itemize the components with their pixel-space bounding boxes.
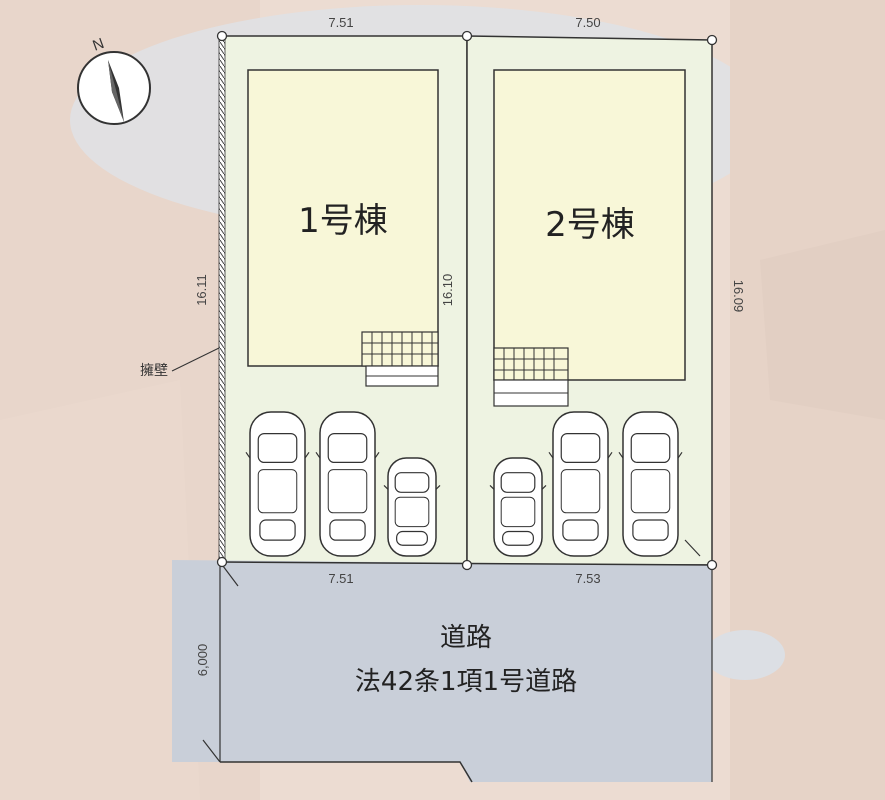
dim-top-right: 7.50 <box>575 15 600 30</box>
dim-right-depth: 16.09 <box>731 280 746 313</box>
stairs-1 <box>361 331 439 387</box>
building-2-label: 2号棟 <box>545 205 635 245</box>
building-1-label: 1号棟 <box>298 201 388 241</box>
lot-2-corner-edge <box>684 539 701 557</box>
building-1: 1号棟 <box>247 69 439 387</box>
marker <box>461 30 473 42</box>
dim-top-left: 7.51 <box>328 15 353 30</box>
wall-label: 擁壁 <box>140 363 168 379</box>
road-width-dimension: 6,000 <box>195 644 210 677</box>
marker <box>706 34 718 46</box>
marker <box>216 556 228 568</box>
marker <box>461 559 473 571</box>
dim-left-depth: 16.11 <box>194 274 209 306</box>
car-icon <box>548 411 613 557</box>
wall-callout: 擁壁 <box>140 347 220 379</box>
building-2: 2号棟 <box>493 69 686 407</box>
retaining-wall <box>218 37 226 563</box>
parking-cars <box>245 411 683 557</box>
road-type-label: 法42条1項1号道路 <box>355 667 577 697</box>
dim-bottom-right: 7.53 <box>575 571 600 586</box>
road: 道路 法42条1項1号道路 6,000 <box>172 560 713 783</box>
car-icon <box>489 457 547 557</box>
road-label: 道路 <box>440 623 492 653</box>
dim-middle-depth: 16.10 <box>440 274 455 307</box>
marker <box>216 30 228 42</box>
dim-bottom-left: 7.51 <box>328 571 353 586</box>
car-icon <box>618 411 683 557</box>
car-icon <box>383 457 441 557</box>
road-corner-tick-bottom <box>202 739 221 763</box>
stairs-2 <box>493 347 569 407</box>
marker <box>706 559 718 571</box>
car-icon <box>245 411 310 557</box>
car-icon <box>315 411 380 557</box>
boundary-markers <box>216 30 718 571</box>
